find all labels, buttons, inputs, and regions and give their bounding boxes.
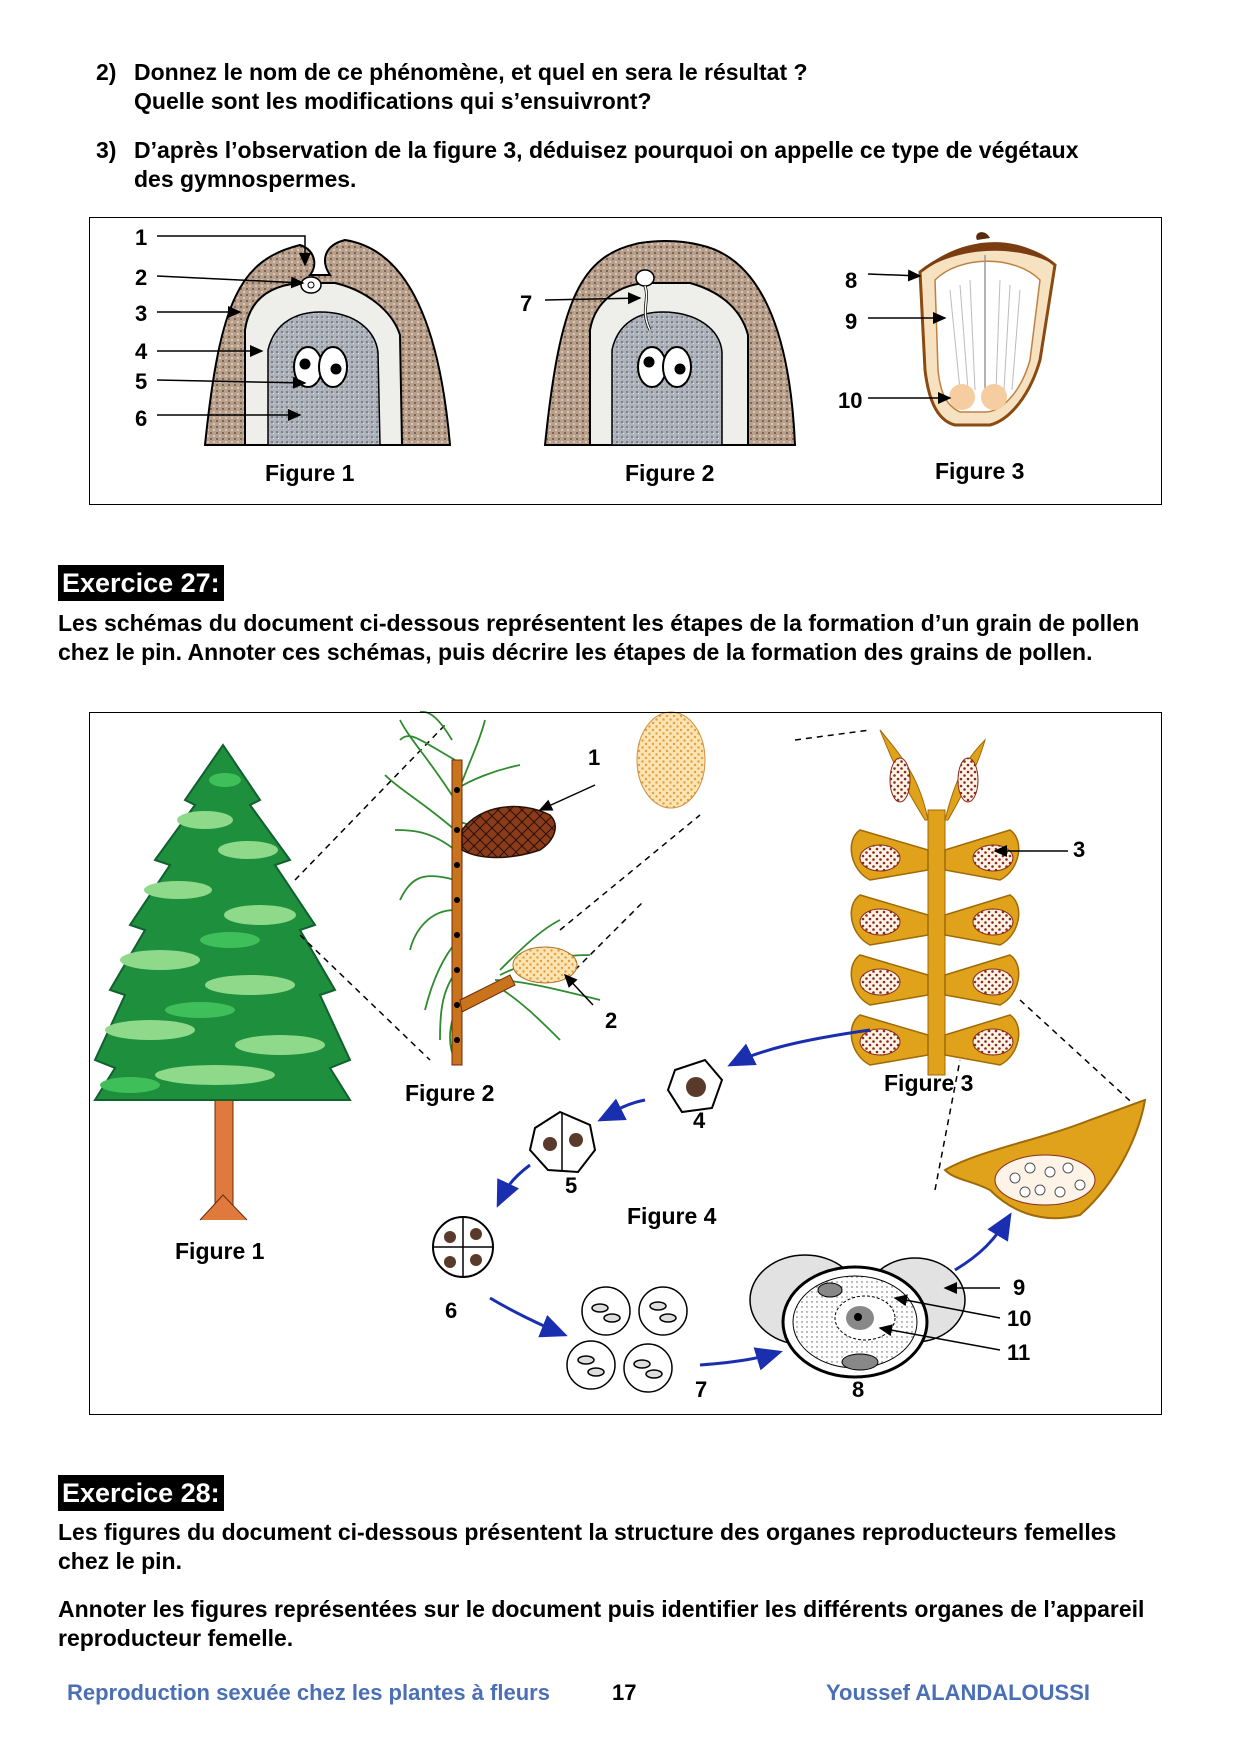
pollen-grain-8 — [749, 1254, 966, 1379]
pollen-label-7: 7 — [695, 1377, 708, 1402]
ovule-label-4: 4 — [135, 339, 148, 364]
exercise-27-title: Exercice 27: — [58, 565, 224, 601]
pollen-label-arrows — [538, 784, 1068, 1351]
footer-course-title: Reproduction sexuée chez les plantes à f… — [67, 1680, 550, 1705]
seed-label-8: 8 — [845, 268, 858, 293]
stamen-cone-figure-3 — [850, 729, 1020, 1076]
question-line: Donnez le nom de ce phénomène, et quel e… — [134, 59, 808, 85]
pollen-label-11: 11 — [1007, 1340, 1031, 1365]
exercise-28-title: Exercice 28: — [58, 1475, 224, 1511]
pollen-label-10: 10 — [1007, 1306, 1032, 1331]
question-text: D’après l’observation de la figure 3, dé… — [134, 136, 1194, 194]
microspore-mother-cell-4 — [666, 1058, 724, 1114]
dyad-cell-5 — [528, 1110, 597, 1174]
question-line: des gymnospermes. — [134, 166, 357, 192]
ovule-label-arrows — [156, 235, 952, 421]
pollen-label-2: 2 — [605, 1008, 618, 1033]
question-line: Quelle sont les modifications qui s’ensu… — [134, 88, 652, 114]
pine-branch-figure-2 — [384, 710, 601, 1066]
ovule-figure-2 — [543, 239, 797, 446]
pollen-label-4: 4 — [693, 1108, 706, 1133]
ovule-label-7: 7 — [520, 291, 533, 316]
pollen-formation-frame — [89, 712, 1162, 1415]
pollen-label-8: 8 — [852, 1377, 865, 1402]
seed-label-10: 10 — [838, 388, 863, 413]
seed-figure-3 — [918, 232, 1057, 427]
footer-author: Youssef ALANDALOUSSI — [826, 1680, 1091, 1705]
cycle-arrows — [489, 1028, 1012, 1371]
figure-caption: Figure 3 — [935, 458, 1025, 484]
pine-tree-figure-1 — [93, 743, 352, 1221]
page-number: 17 — [612, 1680, 637, 1705]
ovule-label-2: 2 — [135, 265, 148, 290]
pollen-label-3: 3 — [1073, 837, 1086, 862]
figure-caption: Figure 4 — [627, 1203, 717, 1229]
question-number: 2) — [96, 59, 117, 85]
figure-caption: Figure 1 — [265, 460, 355, 486]
pollen-label-9: 9 — [1013, 1275, 1026, 1300]
ovule-label-3: 3 — [135, 301, 148, 326]
pollen-label-1: 1 — [588, 745, 601, 770]
figure-caption: Figure 3 — [884, 1070, 974, 1096]
exercise-27-text: Les schémas du document ci-dessous repré… — [58, 610, 1140, 665]
ovule-label-6: 6 — [135, 406, 148, 431]
figure-caption: Figure 1 — [175, 1238, 265, 1264]
tetrad-cell-6 — [432, 1216, 494, 1278]
figure-caption: Figure 2 — [405, 1080, 495, 1106]
pollen-sac-zoom — [943, 1098, 1147, 1220]
seed-label-9: 9 — [845, 309, 858, 334]
pollen-label-5: 5 — [565, 1173, 578, 1198]
question-number: 3) — [96, 137, 117, 163]
question-line: D’après l’observation de la figure 3, dé… — [134, 137, 1079, 163]
question-text: Donnez le nom de ce phénomène, et quel e… — [134, 58, 1194, 116]
exercise-28-text-2: Annoter les figures représentées sur le … — [58, 1596, 1145, 1651]
ovule-label-5: 5 — [135, 369, 148, 394]
exercise-28-text-1: Les figures du document ci-dessous prése… — [58, 1519, 1117, 1574]
ovule-label-1: 1 — [135, 225, 148, 250]
pollen-label-6: 6 — [445, 1298, 458, 1323]
microspores-7 — [566, 1286, 688, 1393]
figure-caption: Figure 2 — [625, 460, 715, 486]
